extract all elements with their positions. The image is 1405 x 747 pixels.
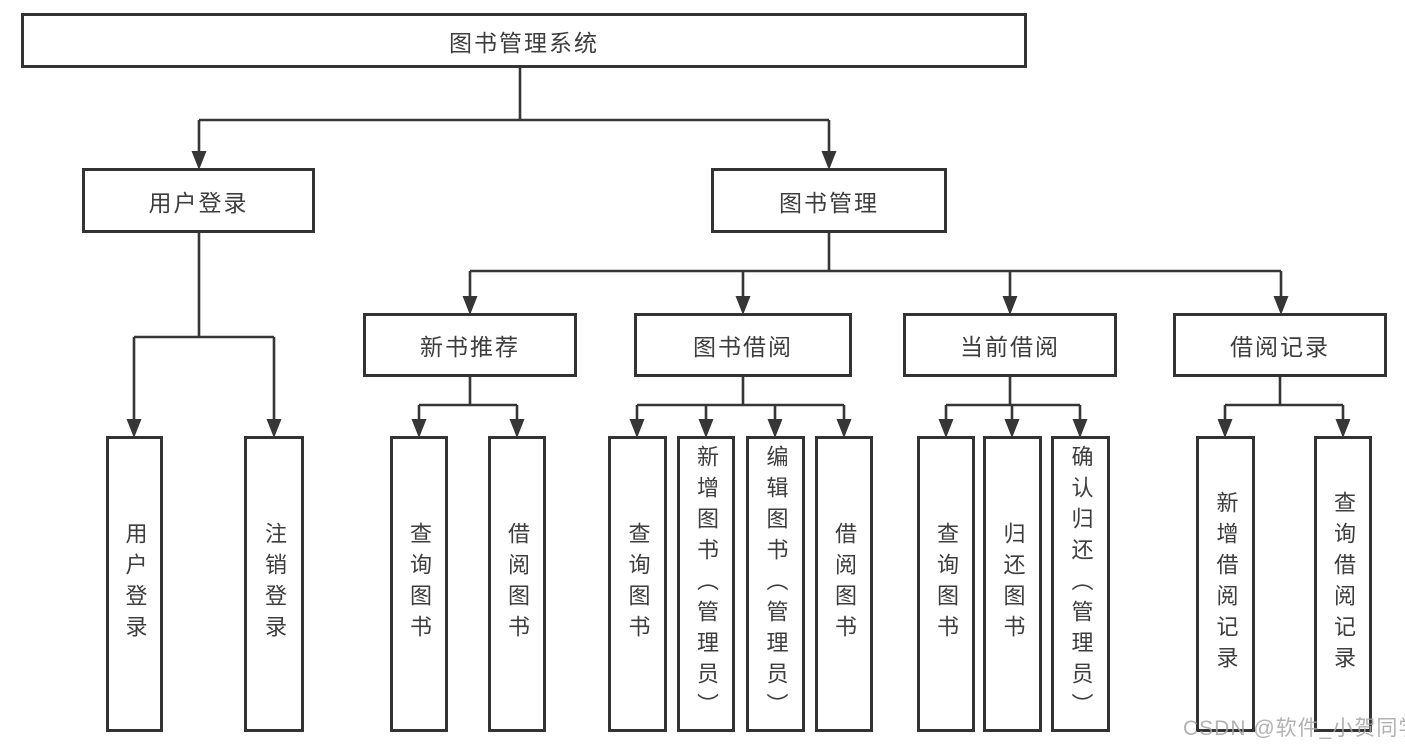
leaf-user-login: 用户登录	[106, 436, 163, 732]
connector-book-mgmt-children	[468, 233, 1283, 300]
node-borrowing-records: 借阅记录	[1173, 313, 1387, 377]
node-label: 新书推荐	[420, 334, 520, 360]
arrow-down-icon	[735, 296, 751, 315]
arrow-down-icon	[411, 419, 427, 438]
leaf-return-book: 归还图书	[983, 436, 1042, 732]
arrow-down-icon	[462, 296, 478, 315]
leaf-logout: 注销登录	[244, 436, 304, 732]
node-label: 确认归还（管理员）	[1068, 444, 1094, 724]
node-label: 用户登录	[148, 189, 249, 216]
node-label: 查询图书	[934, 522, 959, 646]
node-label: 图书管理系统	[449, 29, 599, 56]
leaf-query-books-recommend: 查询图书	[390, 436, 448, 732]
connector-borrow-records-children	[1223, 377, 1345, 423]
arrow-down-icon	[1002, 296, 1018, 315]
node-label: 新增图书（管理员）	[694, 444, 719, 724]
node-user-login: 用户登录	[82, 168, 315, 233]
connector-new-book-children	[417, 377, 519, 423]
leaf-query-books-borrow: 查询图书	[608, 436, 667, 732]
arrow-down-icon	[266, 419, 282, 438]
arrow-down-icon	[698, 419, 714, 438]
node-label: 查询借阅记录	[1331, 491, 1356, 677]
node-book-management: 图书管理	[711, 168, 947, 233]
node-label: 借阅图书	[832, 522, 857, 646]
node-label: 归还图书	[1000, 522, 1026, 646]
connector-book-borrow-children	[635, 377, 846, 423]
node-label: 当前借阅	[960, 334, 1060, 360]
arrow-down-icon	[767, 419, 783, 438]
node-current-borrowing: 当前借阅	[903, 313, 1117, 377]
arrow-down-icon	[509, 419, 525, 438]
node-new-book-recommend: 新书推荐	[363, 313, 577, 377]
node-label: 查询图书	[407, 522, 432, 646]
node-label: 借阅记录	[1230, 334, 1330, 360]
node-label: 注销登录	[262, 522, 287, 646]
connector-current-borrow-children	[944, 377, 1082, 423]
connector-user-login-children	[132, 233, 276, 423]
leaf-query-borrow-record: 查询借阅记录	[1314, 436, 1372, 732]
node-label: 图书借阅	[693, 334, 793, 360]
leaf-add-borrow-record: 新增借阅记录	[1196, 436, 1255, 732]
leaf-add-book-admin: 新增图书（管理员）	[677, 436, 735, 732]
leaf-edit-book-admin: 编辑图书（管理员）	[746, 436, 805, 732]
leaf-borrow-books-recommend: 借阅图书	[488, 436, 546, 732]
arrow-down-icon	[938, 419, 954, 438]
leaf-query-books-current: 查询图书	[917, 436, 975, 732]
node-system-root: 图书管理系统	[21, 13, 1027, 68]
node-label: 编辑图书（管理员）	[763, 444, 789, 724]
arrow-down-icon	[191, 151, 207, 170]
node-label: 用户登录	[122, 522, 148, 646]
leaf-confirm-return-admin: 确认归还（管理员）	[1051, 436, 1110, 732]
node-label: 图书管理	[779, 189, 879, 216]
arrow-down-icon	[1273, 296, 1289, 315]
node-label: 新增借阅记录	[1213, 491, 1239, 677]
node-label: 查询图书	[625, 522, 651, 646]
arrow-down-icon	[821, 151, 837, 170]
leaf-borrow-books: 借阅图书	[815, 436, 873, 732]
arrow-down-icon	[1004, 419, 1020, 438]
csdn-watermark: CSDN @软件_小贺同学	[1183, 717, 1405, 740]
node-book-borrowing: 图书借阅	[634, 313, 852, 377]
arrow-down-icon	[126, 419, 142, 438]
arrow-down-icon	[1335, 419, 1351, 438]
arrow-down-icon	[1217, 419, 1233, 438]
arrow-down-icon	[1072, 419, 1088, 438]
arrow-down-icon	[629, 419, 645, 438]
node-label: 借阅图书	[505, 522, 530, 646]
arrow-down-icon	[836, 419, 852, 438]
connector-root-to-level2	[197, 68, 831, 155]
